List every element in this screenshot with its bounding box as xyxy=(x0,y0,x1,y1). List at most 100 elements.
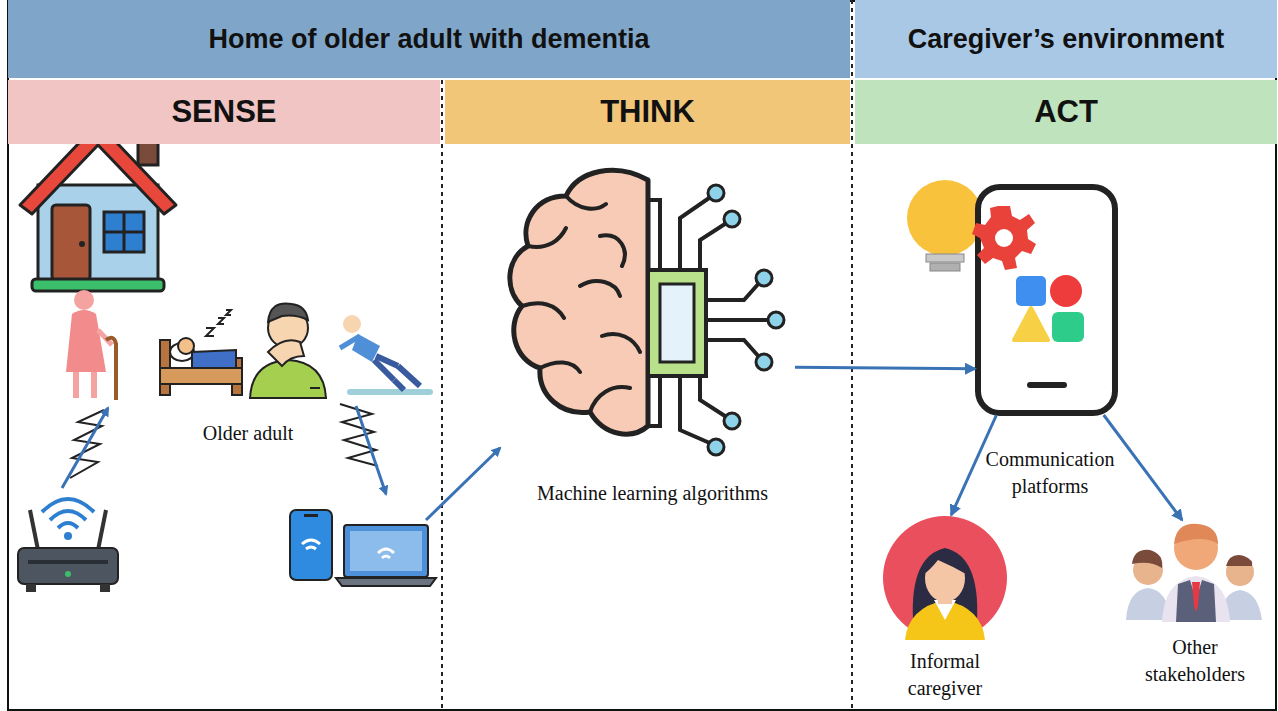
falling-icon-part xyxy=(398,366,420,386)
stakeholders-icon-part xyxy=(1162,576,1230,622)
header-band: Home of older adult with dementia xyxy=(8,0,850,78)
house-icon xyxy=(20,120,176,291)
caregiver-icon xyxy=(883,516,1007,640)
devices-icon-part xyxy=(290,510,332,580)
router-icon-part xyxy=(58,523,78,528)
node-label: Informal caregiver xyxy=(880,648,1010,702)
router-icon-part xyxy=(65,571,71,577)
falling-icon xyxy=(340,315,430,392)
coughing-icon-part xyxy=(268,340,304,366)
house-icon-part xyxy=(104,212,144,252)
smartphone-icon xyxy=(907,180,1115,413)
brain-icon-part xyxy=(522,196,640,412)
stage-band: ACT xyxy=(855,80,1277,144)
stage-band: THINK xyxy=(445,80,850,144)
signal-wave xyxy=(62,408,108,488)
router-icon-part xyxy=(18,548,118,584)
brain-icon-part-part xyxy=(708,185,724,201)
stakeholders-icon-part xyxy=(1226,555,1252,566)
smartphone-icon-part xyxy=(1052,312,1084,342)
brain-icon-part xyxy=(660,284,694,362)
devices-icon xyxy=(290,510,436,586)
coughing-icon-part xyxy=(268,303,308,322)
house-icon-part xyxy=(52,205,90,280)
brain-icon-part xyxy=(510,170,648,434)
coughing-icon xyxy=(250,303,326,398)
stage-band: SENSE xyxy=(8,80,440,144)
older-adult-walking-icon-part xyxy=(74,290,94,310)
sleeping-icon-part xyxy=(160,368,242,384)
flow-arrow xyxy=(426,448,500,520)
node-label: Machine learning algorithms xyxy=(480,480,825,507)
falling-icon-part xyxy=(340,336,360,348)
router-icon-part xyxy=(100,584,110,592)
smartphone-icon-part xyxy=(926,254,964,262)
ml-icon-node: Machine learning algorithms xyxy=(510,170,795,460)
falling-icon-part xyxy=(343,315,361,333)
brain-icon-part-part xyxy=(648,376,660,426)
router-icon-part xyxy=(42,499,94,512)
router-icon-part xyxy=(26,584,36,592)
smartphone-icon-part-part xyxy=(995,229,1013,247)
frame xyxy=(8,1,1276,710)
older-adult-walking-icon-part xyxy=(73,372,79,398)
devices-icon-part xyxy=(382,556,390,558)
router-icon-part xyxy=(98,510,106,550)
node-label: Other stakeholders xyxy=(1120,634,1270,688)
header-band: Caregiver’s environment xyxy=(855,0,1277,78)
stakeholders-icon-part xyxy=(1176,580,1216,622)
older-adult-walking-icon-part xyxy=(106,338,116,400)
devices-icon-part xyxy=(336,578,436,586)
falling-icon-part xyxy=(350,389,430,395)
smartphone-icon-part xyxy=(1030,382,1064,388)
smartphone-icon-part xyxy=(1050,275,1082,307)
caregiver-icon-part xyxy=(905,600,985,640)
brain-icon-part-part xyxy=(706,340,760,358)
smartphone-icon-part xyxy=(1016,276,1046,306)
brain-icon-part xyxy=(648,196,770,444)
router-icon-part xyxy=(28,560,108,564)
figure-label: Older adult xyxy=(203,422,294,445)
brain-icon-part-part xyxy=(724,413,740,429)
smartphone-icon-part xyxy=(972,206,1036,270)
house-icon-part xyxy=(104,231,144,234)
band-title: SENSE xyxy=(171,94,276,130)
node-label: Communication platforms xyxy=(975,446,1125,500)
stakeholder-node: Other stakeholders xyxy=(1124,520,1269,624)
older-adult-walking-icon xyxy=(66,290,116,400)
devices-icon-part xyxy=(304,514,318,517)
older-adult-walking-icon-part xyxy=(66,310,106,372)
sleeping-icon-part xyxy=(192,350,236,368)
devices-icon-part xyxy=(302,540,320,544)
divider xyxy=(851,0,853,711)
devices-icon-part xyxy=(378,549,394,553)
devices-icon-part xyxy=(344,525,428,577)
older-adult-walking-icon-part xyxy=(91,372,97,398)
brain-icon-part xyxy=(708,185,784,455)
smartphone-icon-part xyxy=(907,180,983,256)
router-icon-part xyxy=(64,532,72,540)
caregiver-node: Informal caregiver xyxy=(882,515,1008,641)
stakeholders-icon-part xyxy=(1192,582,1200,612)
coughing-icon-part xyxy=(310,387,320,389)
sleeping-icon-part xyxy=(206,310,231,336)
smartphone-icon-part-part xyxy=(972,206,1036,270)
caregiver-icon-part xyxy=(924,551,966,574)
brain-icon-part-part xyxy=(700,222,728,270)
house-icon-part xyxy=(32,279,164,291)
brain-icon-part-part xyxy=(708,439,724,455)
falling-icon-part xyxy=(374,360,394,380)
platform-icon-node: Communication platforms xyxy=(975,184,1118,415)
caregiver-icon-part xyxy=(883,516,1007,640)
devices-icon-part xyxy=(350,531,422,571)
flow-arrow xyxy=(1104,415,1182,520)
brain-icon-part-part xyxy=(756,354,772,370)
flow-arrow xyxy=(795,367,975,369)
router-icon-part xyxy=(50,511,86,520)
house-icon-part xyxy=(38,185,158,280)
stakeholders-icon-part xyxy=(1174,524,1218,544)
house-icon-part xyxy=(79,241,85,247)
band-title: ACT xyxy=(1034,94,1098,130)
divider xyxy=(441,80,443,711)
